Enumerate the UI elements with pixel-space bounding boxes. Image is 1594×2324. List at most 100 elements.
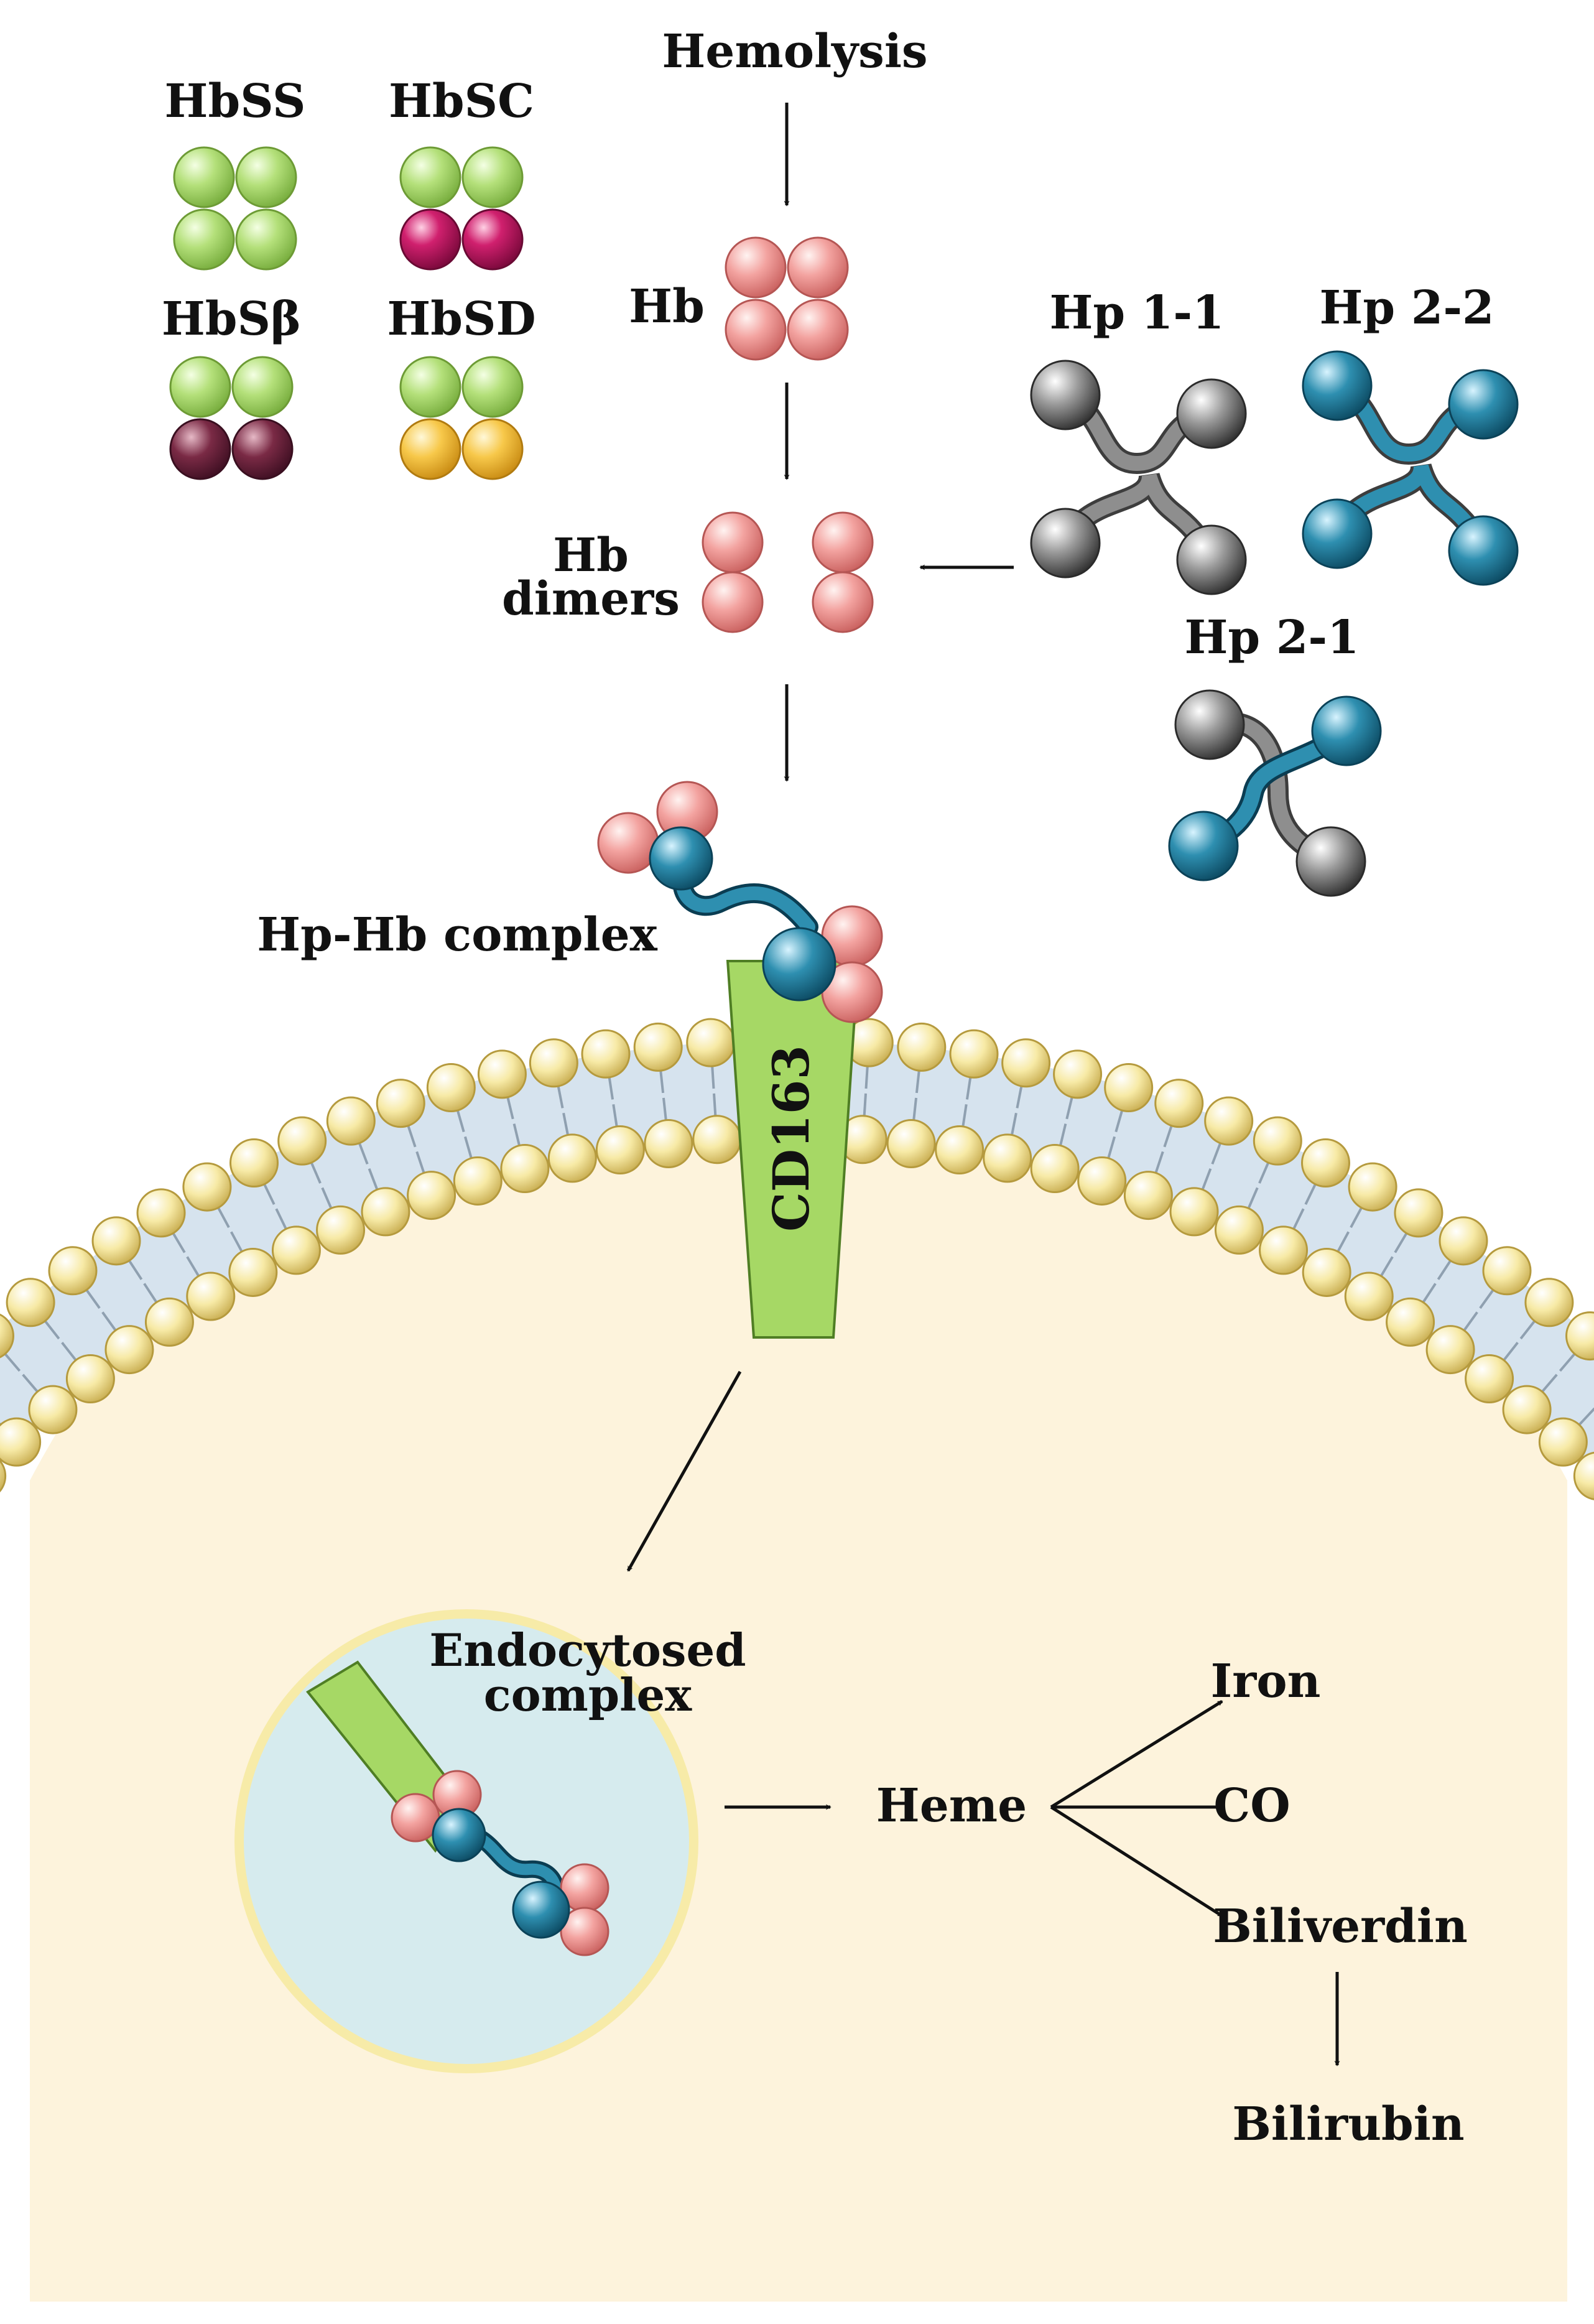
label-hbsd: HbSD [387,292,535,346]
hp-1-1-molecule [1030,360,1247,595]
lipid-head [1077,1156,1127,1206]
lipid-head [1123,1171,1173,1220]
label-co: CO [1213,1779,1290,1833]
lipid-head [935,1125,985,1175]
globin-subunit [235,146,297,208]
lipid-head [28,1385,78,1434]
hbsb-tetramer [169,356,294,480]
lipid-head [1348,1162,1397,1212]
hp-domain [1030,360,1101,430]
lipid-head [6,1278,55,1327]
label-hbss: HbSS [165,75,306,128]
lipid-head [136,1188,186,1238]
lipid-head [1302,1247,1351,1297]
globin-subunit [231,418,294,480]
lipid-head [1300,1138,1350,1188]
globin-subunit [169,356,231,418]
lipid-head [48,1246,98,1296]
lipid-head [886,1118,936,1168]
hp-domain [649,826,713,891]
lipid-head [595,1125,645,1175]
lipid-head [1169,1187,1219,1237]
globin-subunit [399,208,461,271]
globin-subunit [560,1907,609,1956]
hp-domain [1448,515,1519,586]
hb-tetramer [725,236,849,361]
hb-dimers [702,511,874,633]
globin-subunit [461,208,524,271]
hp-domain [512,1880,570,1939]
globin-subunit [812,511,874,574]
lipid-head [1253,1116,1302,1166]
lipid-head [1214,1205,1264,1255]
lipid-head [500,1144,550,1194]
label-hp-2-1: Hp 2-1 [1184,611,1359,664]
globin-subunit [231,356,294,418]
hb-variant-tetramers [169,146,524,480]
lipid-head [186,1271,236,1321]
hp-domain [1030,508,1101,579]
globin-subunit [461,146,524,208]
label-bilirubin: Bilirubin [1232,2098,1464,2151]
label-hemolysis: Hemolysis [662,25,927,78]
hbsc-tetramer [399,146,524,271]
globin-subunit [461,418,524,480]
lipid-head [1030,1144,1080,1194]
lipid-head [0,1417,42,1467]
lipid-head [104,1325,154,1375]
lipid-head [1204,1096,1254,1146]
arrow-heme-to-iron [1050,1699,1223,1809]
lipid-head [1259,1225,1309,1275]
lipid-head [1386,1297,1435,1347]
hp-domain [762,927,836,1002]
label-hb-dimers-line2: dimers [502,572,680,626]
lipid-head [277,1116,327,1166]
lipid-head [983,1133,1032,1183]
hbsd-tetramer [399,356,524,480]
hp-domain [1295,826,1366,897]
lipid-head [229,1138,279,1188]
lipid-head [1053,1049,1103,1099]
hp-domain [1302,498,1373,569]
label-hbsb: HbSβ [162,292,301,346]
arrows [626,103,1340,2066]
lipid-head [1482,1246,1532,1296]
hp-domain [432,1808,486,1862]
hp-2-2-molecule [1302,350,1519,586]
lipid-head [65,1354,115,1403]
arrow-heme-to-biliverdin [1050,1805,1223,1918]
globin-subunit [235,208,297,271]
globin-subunit [399,418,461,480]
lipid-head [271,1225,321,1275]
lipid-head [692,1115,742,1164]
lipid-head [376,1079,425,1128]
hp-hb-complex-molecule [597,781,883,1023]
globin-subunit [812,571,874,633]
lipid-head [1439,1216,1488,1266]
lipid-head [547,1133,597,1183]
label-biliverdin: Biliverdin [1213,1900,1468,1953]
lipid-head [644,1118,693,1168]
lipid-head [633,1022,683,1072]
lipid-head [686,1018,736,1067]
hp-domain [1168,811,1239,881]
lipid-head [477,1049,527,1099]
label-hp-2-2: Hp 2-2 [1319,281,1494,335]
globin-subunit [787,299,849,361]
lipid-head [0,1459,7,1493]
lipid-head [407,1171,456,1220]
label-iron: Iron [1211,1655,1321,1708]
hp-domain [1448,369,1519,440]
lipid-head [1538,1417,1588,1467]
lipid-head [1394,1188,1443,1238]
hp-2-1-molecule [1168,689,1382,897]
lipid-head [182,1162,232,1212]
lipid-head [326,1096,376,1146]
label-hp-hb-complex: Hp-Hb complex [257,908,657,962]
label-cd163: CD163 [762,1045,820,1232]
lipid-head [316,1205,366,1255]
globin-subunit [169,418,231,480]
globin-subunit [725,236,787,299]
endocytosed-complex-molecule [391,1770,609,1956]
